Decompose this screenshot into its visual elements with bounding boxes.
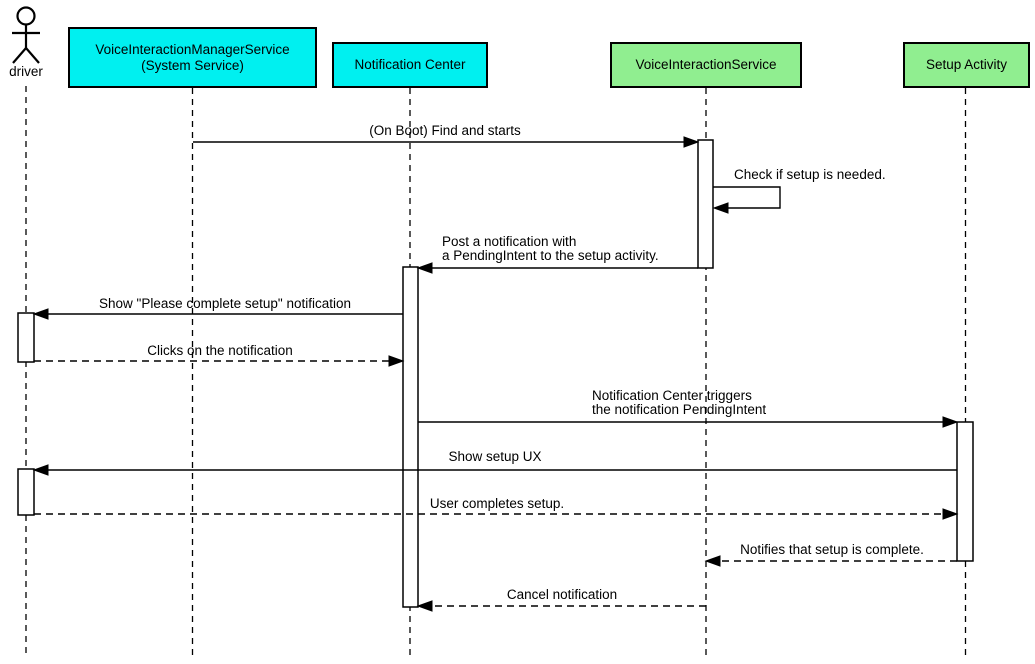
activation-notification-center (402, 266, 419, 608)
message-label-clicks-notification: Clicks on the notification (147, 343, 293, 358)
message-label-triggers-pendingintent: Notification Center triggers the notific… (592, 388, 767, 417)
message-arrow-notifies-setup-complete (704, 555, 957, 567)
participant-voiceinteractionmanagerservice: VoiceInteractionManagerService (System S… (68, 27, 317, 88)
message-arrow-post-notification (416, 262, 698, 274)
message-label-show-setup-ux: Show setup UX (448, 449, 542, 464)
message-label-post-notification: Post a notification with a PendingIntent… (442, 234, 659, 263)
participant-label-driver: driver (9, 64, 43, 79)
message-arrow-on-boot-find-and-starts (193, 136, 700, 148)
activation-driver-1 (17, 312, 35, 363)
activation-driver-2 (17, 468, 35, 516)
message-arrow-triggers-pendingintent (418, 416, 959, 428)
actor-icon-driver (12, 6, 40, 64)
participant-label: Setup Activity (925, 57, 1008, 72)
message-arrow-user-completes-setup (34, 508, 959, 520)
participant-label: VoiceInteractionService (635, 57, 777, 72)
participant-notification-center: Notification Center (332, 42, 488, 88)
message-arrow-show-setup-notification (32, 308, 403, 320)
participant-voiceinteractionservice: VoiceInteractionService (610, 42, 802, 88)
participant-label: (System Service) (141, 57, 244, 73)
activation-setup-activity (956, 421, 974, 562)
message-label-show-setup-notification: Show "Please complete setup" notificatio… (99, 296, 351, 311)
participant-setup-activity: Setup Activity (903, 42, 1030, 88)
activation-voice-interaction-service (697, 139, 714, 269)
message-arrow-clicks-notification (34, 355, 405, 367)
message-arrow-show-setup-ux (32, 464, 957, 476)
message-label-user-completes-setup: User completes setup. (429, 496, 565, 511)
participant-label: Notification Center (354, 57, 466, 72)
message-arrow-check-if-setup-needed (712, 186, 781, 214)
participant-label: VoiceInteractionManagerService (95, 41, 290, 57)
message-arrow-cancel-notification (416, 600, 706, 612)
message-label-check-if-setup-needed: Check if setup is needed. (734, 167, 886, 182)
message-label-on-boot-find-and-starts: (On Boot) Find and starts (369, 123, 521, 138)
message-label-notifies-setup-complete: Notifies that setup is complete. (740, 542, 924, 557)
message-label-cancel-notification: Cancel notification (506, 587, 618, 602)
